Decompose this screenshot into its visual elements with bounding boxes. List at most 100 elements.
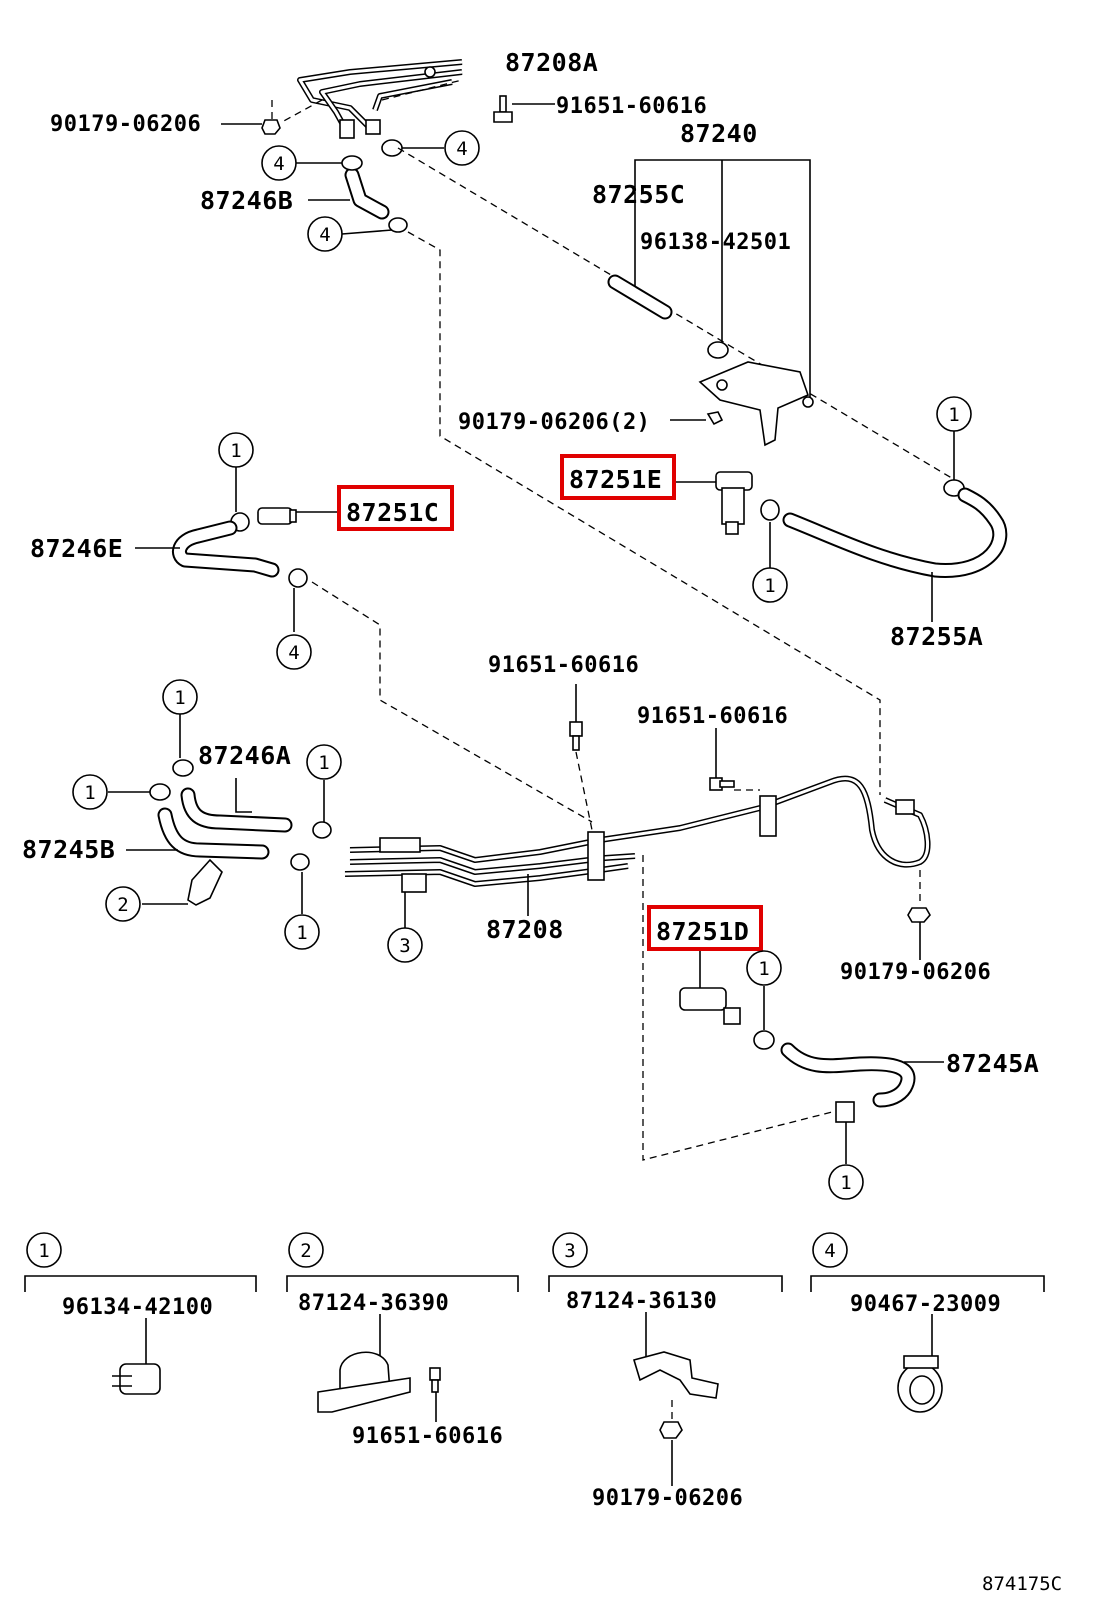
- label-91651-60616-right: 91651-60616: [637, 704, 788, 729]
- label-87246b: 87246B: [200, 186, 293, 215]
- label-87245a: 87245A: [946, 1049, 1039, 1078]
- svg-text:3: 3: [399, 935, 410, 957]
- callout-2-a: 2: [105, 886, 141, 922]
- svg-text:3: 3: [564, 1240, 575, 1262]
- label-87251c: 87251C: [346, 498, 439, 527]
- label-96138-42501: 96138-42501: [640, 230, 791, 255]
- svg-text:87124-36130: 87124-36130: [566, 1289, 717, 1314]
- callout-1-i: 1: [828, 1164, 864, 1200]
- legend-item-4: 4 90467-23009: [810, 1232, 1045, 1413]
- callout-3-a: 3: [387, 927, 423, 963]
- callout-1-d: 1: [162, 679, 198, 715]
- label-90179-06206-2: 90179-06206(2): [458, 410, 650, 435]
- hose-87245a: [780, 1042, 916, 1108]
- nut-90179-06206-2: [706, 411, 724, 426]
- hose-87246b: [341, 155, 390, 220]
- svg-text:1: 1: [38, 1240, 49, 1262]
- highlight-87251c: [337, 485, 454, 531]
- svg-text:4: 4: [273, 153, 284, 175]
- svg-text:90467-23009: 90467-23009: [850, 1292, 1001, 1317]
- svg-text:1: 1: [230, 440, 241, 462]
- hose-87246a: [180, 787, 293, 833]
- callout-1-e: 1: [306, 744, 342, 780]
- clip-87124-36390-mid: [187, 858, 223, 906]
- bolt-91651-60616-right: [709, 777, 735, 791]
- clamp-87245a-left: [753, 1030, 775, 1050]
- svg-text:1: 1: [758, 958, 769, 980]
- svg-text:90179-06206: 90179-06206: [592, 1486, 743, 1511]
- highlight-87251e: [560, 454, 676, 500]
- clamp-87255a-left: [760, 499, 780, 521]
- label-90179-06206-right: 90179-06206: [840, 960, 991, 985]
- callout-1-b: 1: [218, 432, 254, 468]
- svg-text:1: 1: [84, 782, 95, 804]
- clip-87124-36130-mid: [401, 873, 427, 893]
- clamp-left-1a: [312, 821, 332, 839]
- label-87245b: 87245B: [22, 835, 115, 864]
- callout-1-a: 1: [936, 396, 972, 432]
- connector-87251c: [257, 507, 297, 525]
- pipe-assembly-87208: [344, 775, 931, 887]
- svg-text:4: 4: [456, 138, 467, 160]
- label-87251e: 87251E: [569, 465, 662, 494]
- svg-text:4: 4: [288, 642, 299, 664]
- svg-text:1: 1: [764, 575, 775, 597]
- label-90179-06206-top: 90179-06206: [50, 112, 201, 137]
- clamp-87246a-top: [172, 759, 194, 777]
- bolt-91651-60616-top: [493, 95, 513, 123]
- pipe-assembly-87208a: [297, 59, 463, 139]
- svg-text:4: 4: [319, 224, 330, 246]
- hose-87255a: [782, 487, 1008, 578]
- label-87251d: 87251D: [656, 917, 749, 946]
- label-87255a: 87255A: [890, 622, 983, 651]
- legend-item-2: 2 87124-36390 91651-60616: [286, 1232, 519, 1449]
- legend-item-3: 3 87124-36130 90179-06206: [548, 1232, 783, 1511]
- svg-text:2: 2: [300, 1240, 311, 1262]
- callout-1-h: 1: [746, 950, 782, 986]
- svg-text:1: 1: [296, 922, 307, 944]
- nut-90179-06206-top: [261, 119, 281, 135]
- connector-87251e: [715, 471, 753, 535]
- clamp-87246e-bottom: [288, 568, 308, 588]
- clamp-87245b-top: [149, 783, 171, 801]
- callout-4-c: 4: [307, 216, 343, 252]
- label-87246a: 87246A: [198, 741, 291, 770]
- clip-87245a-bottom: [835, 1101, 855, 1123]
- bolt-91651-60616-mid: [569, 721, 583, 751]
- svg-text:1: 1: [318, 752, 329, 774]
- legend-item-1: 1 96134-42100: [24, 1232, 257, 1395]
- label-91651-60616-mid: 91651-60616: [488, 653, 639, 678]
- svg-text:1: 1: [174, 687, 185, 709]
- svg-text:96134-42100: 96134-42100: [62, 1295, 213, 1320]
- clamp-96138-42501: [707, 341, 729, 359]
- callout-4-d: 4: [276, 634, 312, 670]
- label-87208a: 87208A: [505, 48, 598, 77]
- connector-87255c: [607, 274, 673, 320]
- svg-text:1: 1: [840, 1172, 851, 1194]
- label-87208: 87208: [486, 915, 564, 944]
- bracket-87240: [698, 361, 814, 447]
- svg-text:2: 2: [117, 894, 128, 916]
- clamp-87246b-lower: [388, 217, 408, 233]
- callout-4-a: 4: [261, 145, 297, 181]
- svg-text:87124-36390: 87124-36390: [298, 1291, 449, 1316]
- label-87240: 87240: [680, 119, 758, 148]
- hose-87246e: [172, 520, 280, 578]
- svg-text:1: 1: [948, 404, 959, 426]
- hose-87245b: [157, 807, 270, 860]
- label-87255c: 87255C: [592, 180, 685, 209]
- callout-1-f: 1: [72, 774, 108, 810]
- callout-1-c: 1: [752, 567, 788, 603]
- svg-text:4: 4: [824, 1240, 835, 1262]
- callout-1-g: 1: [284, 914, 320, 950]
- nut-90179-06206-right: [907, 907, 931, 923]
- connector-87251d: [679, 987, 741, 1025]
- clamp-left-1b: [290, 853, 310, 871]
- highlight-87251d: [647, 905, 763, 951]
- label-91651-60616-top: 91651-60616: [556, 94, 707, 119]
- svg-text:91651-60616: 91651-60616: [352, 1424, 503, 1449]
- figure-ref: 874175C: [982, 1573, 1062, 1595]
- label-87246e: 87246E: [30, 534, 123, 563]
- callout-4-b: 4: [444, 130, 480, 166]
